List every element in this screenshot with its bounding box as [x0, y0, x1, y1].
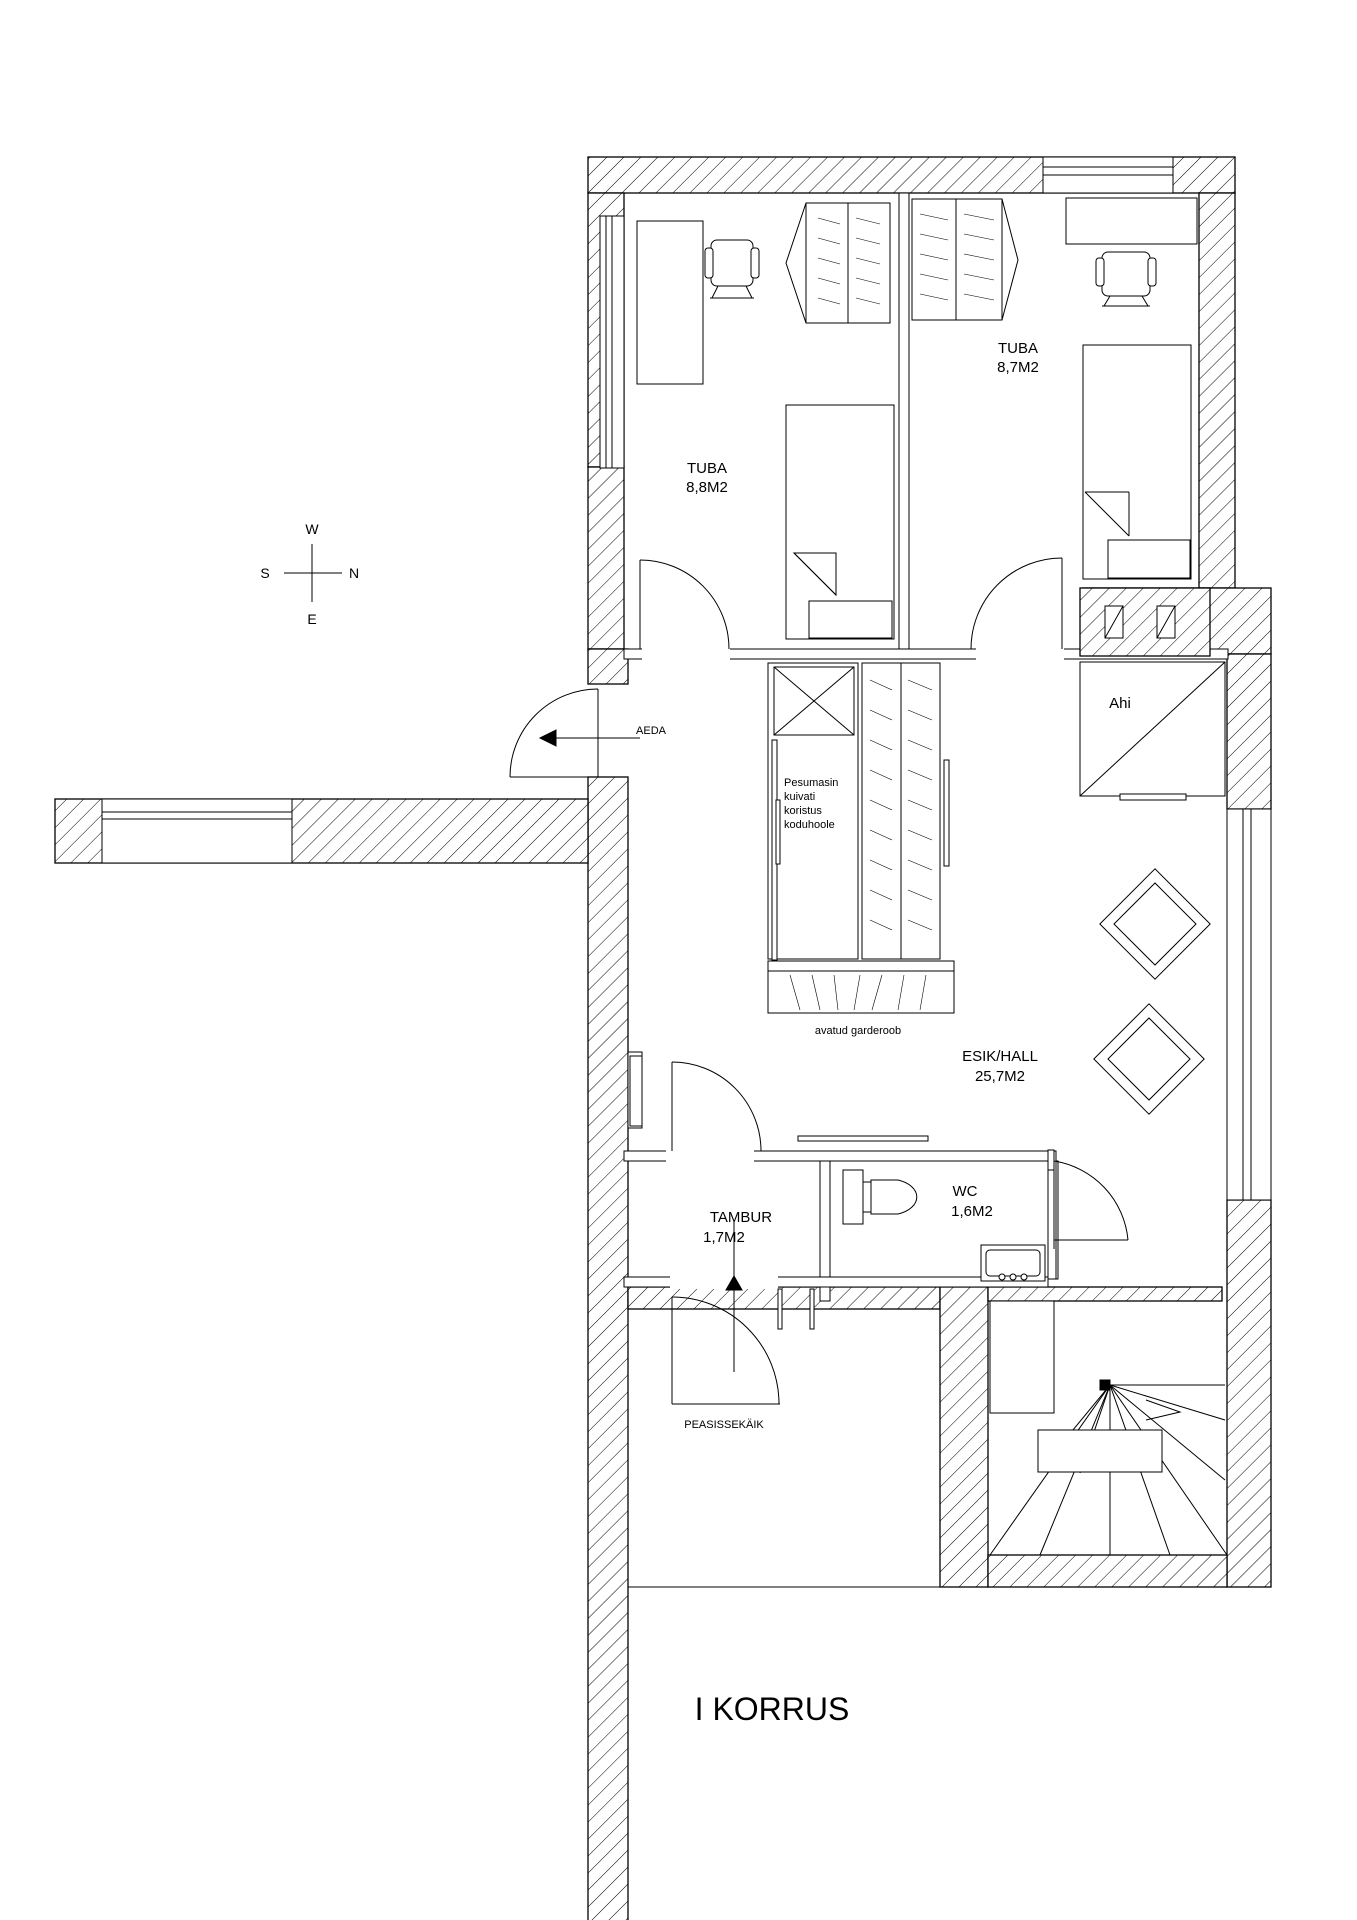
armchair-2	[1093, 1003, 1205, 1115]
door-wc	[1053, 1160, 1129, 1249]
desk-left	[636, 220, 704, 385]
stair-side-box	[989, 1300, 1055, 1414]
east-wall-lower	[1226, 1199, 1272, 1588]
room-area-tuba-right: 8,7M2	[997, 359, 1039, 376]
laundry-closet	[767, 662, 859, 961]
bedroom-right	[911, 197, 1198, 650]
label-laundry-1: Pesumasin	[784, 777, 838, 789]
bed-right	[1082, 344, 1192, 580]
wc-bottom-wall	[987, 1286, 1223, 1302]
hall-radiator	[797, 1135, 929, 1142]
hall	[509, 661, 1226, 1152]
sink	[980, 1244, 1046, 1282]
floor-title: I KORRUS	[695, 1691, 850, 1727]
wc-wall-edge	[1055, 1160, 1059, 1280]
wc	[842, 1160, 1129, 1282]
door-bedroom-left	[639, 559, 730, 650]
compass-south: S	[260, 565, 269, 581]
door-bedroom-right	[970, 557, 1063, 650]
bedroom-divider	[898, 192, 910, 650]
compass-west: W	[305, 521, 319, 537]
bedroom-hall-partition	[623, 648, 1229, 660]
bedroom-west-wall-lower	[587, 466, 625, 650]
bedroom-left	[636, 202, 895, 650]
compass: W S N E	[260, 521, 359, 627]
compass-east: E	[307, 611, 316, 627]
label-entrance: PEASISSEKÄIK	[684, 1419, 764, 1431]
bedroom-east-wall	[1198, 192, 1236, 589]
hall-side-panel	[629, 1055, 643, 1127]
room-labels: TUBA 8,8M2 TUBA 8,7M2 Ahi ESIK/HALL 25,7…	[636, 340, 1131, 1727]
room-name-ahi: Ahi	[1109, 695, 1131, 712]
entrance-east-wall	[939, 1286, 989, 1588]
bed-left	[785, 404, 895, 640]
hall-west-wall-top	[587, 648, 629, 685]
tambur-wc-partition	[819, 1160, 831, 1302]
stair-landing	[1037, 1429, 1163, 1473]
compass-north: N	[349, 565, 359, 581]
interior-walls	[623, 192, 1229, 1302]
label-laundry-3: koristus	[784, 805, 822, 817]
room-name-tuba-right: TUBA	[998, 340, 1038, 357]
entrance-top-wall	[627, 1286, 941, 1310]
label-laundry-4: koduhoole	[784, 819, 835, 831]
hall-west-wall	[587, 776, 629, 1920]
tambur-bottom-partition	[623, 1276, 1049, 1288]
stove-hearth	[1119, 793, 1187, 801]
stair-arrow	[1145, 1399, 1182, 1421]
wardrobe-left	[785, 202, 891, 324]
wc-door-jamb	[1047, 1149, 1055, 1171]
room-name-wc: WC	[953, 1183, 978, 1200]
label-laundry-2: kuivati	[784, 791, 815, 803]
room-name-tambur: TAMBUR	[710, 1209, 772, 1226]
room-area-tuba-left: 8,8M2	[686, 479, 728, 496]
stair-bottom-wall	[987, 1554, 1228, 1588]
label-open-wardrobe: avatud garderoob	[815, 1025, 901, 1037]
staircase	[989, 1300, 1228, 1556]
room-area-tambur: 1,7M2	[703, 1229, 745, 1246]
hall-wardrobe	[861, 662, 950, 960]
closet-handle-left	[775, 799, 781, 865]
room-area-hall: 25,7M2	[975, 1068, 1025, 1085]
east-wall-upper	[1226, 653, 1272, 810]
closet-handle-right	[943, 759, 950, 867]
tambur	[671, 1220, 818, 1405]
entry-arrow-head	[725, 1274, 743, 1291]
label-aeda: AEDA	[636, 725, 667, 737]
room-name-hall: ESIK/HALL	[962, 1048, 1038, 1065]
open-wardrobe	[767, 960, 955, 1014]
door-garden	[509, 688, 640, 778]
office-chair-right	[1095, 251, 1157, 307]
wardrobe-right	[911, 198, 1019, 321]
door-tambur	[671, 1061, 762, 1152]
door-entrance	[671, 1296, 780, 1405]
room-name-tuba-left: TUBA	[687, 460, 727, 477]
desk-right	[1065, 197, 1198, 245]
stair-post	[1099, 1379, 1111, 1391]
chimney-hatch	[1079, 587, 1211, 657]
armchair-1	[1099, 868, 1211, 980]
toilet	[842, 1169, 918, 1225]
room-area-wc: 1,6M2	[951, 1203, 993, 1220]
office-chair-left	[704, 239, 760, 299]
